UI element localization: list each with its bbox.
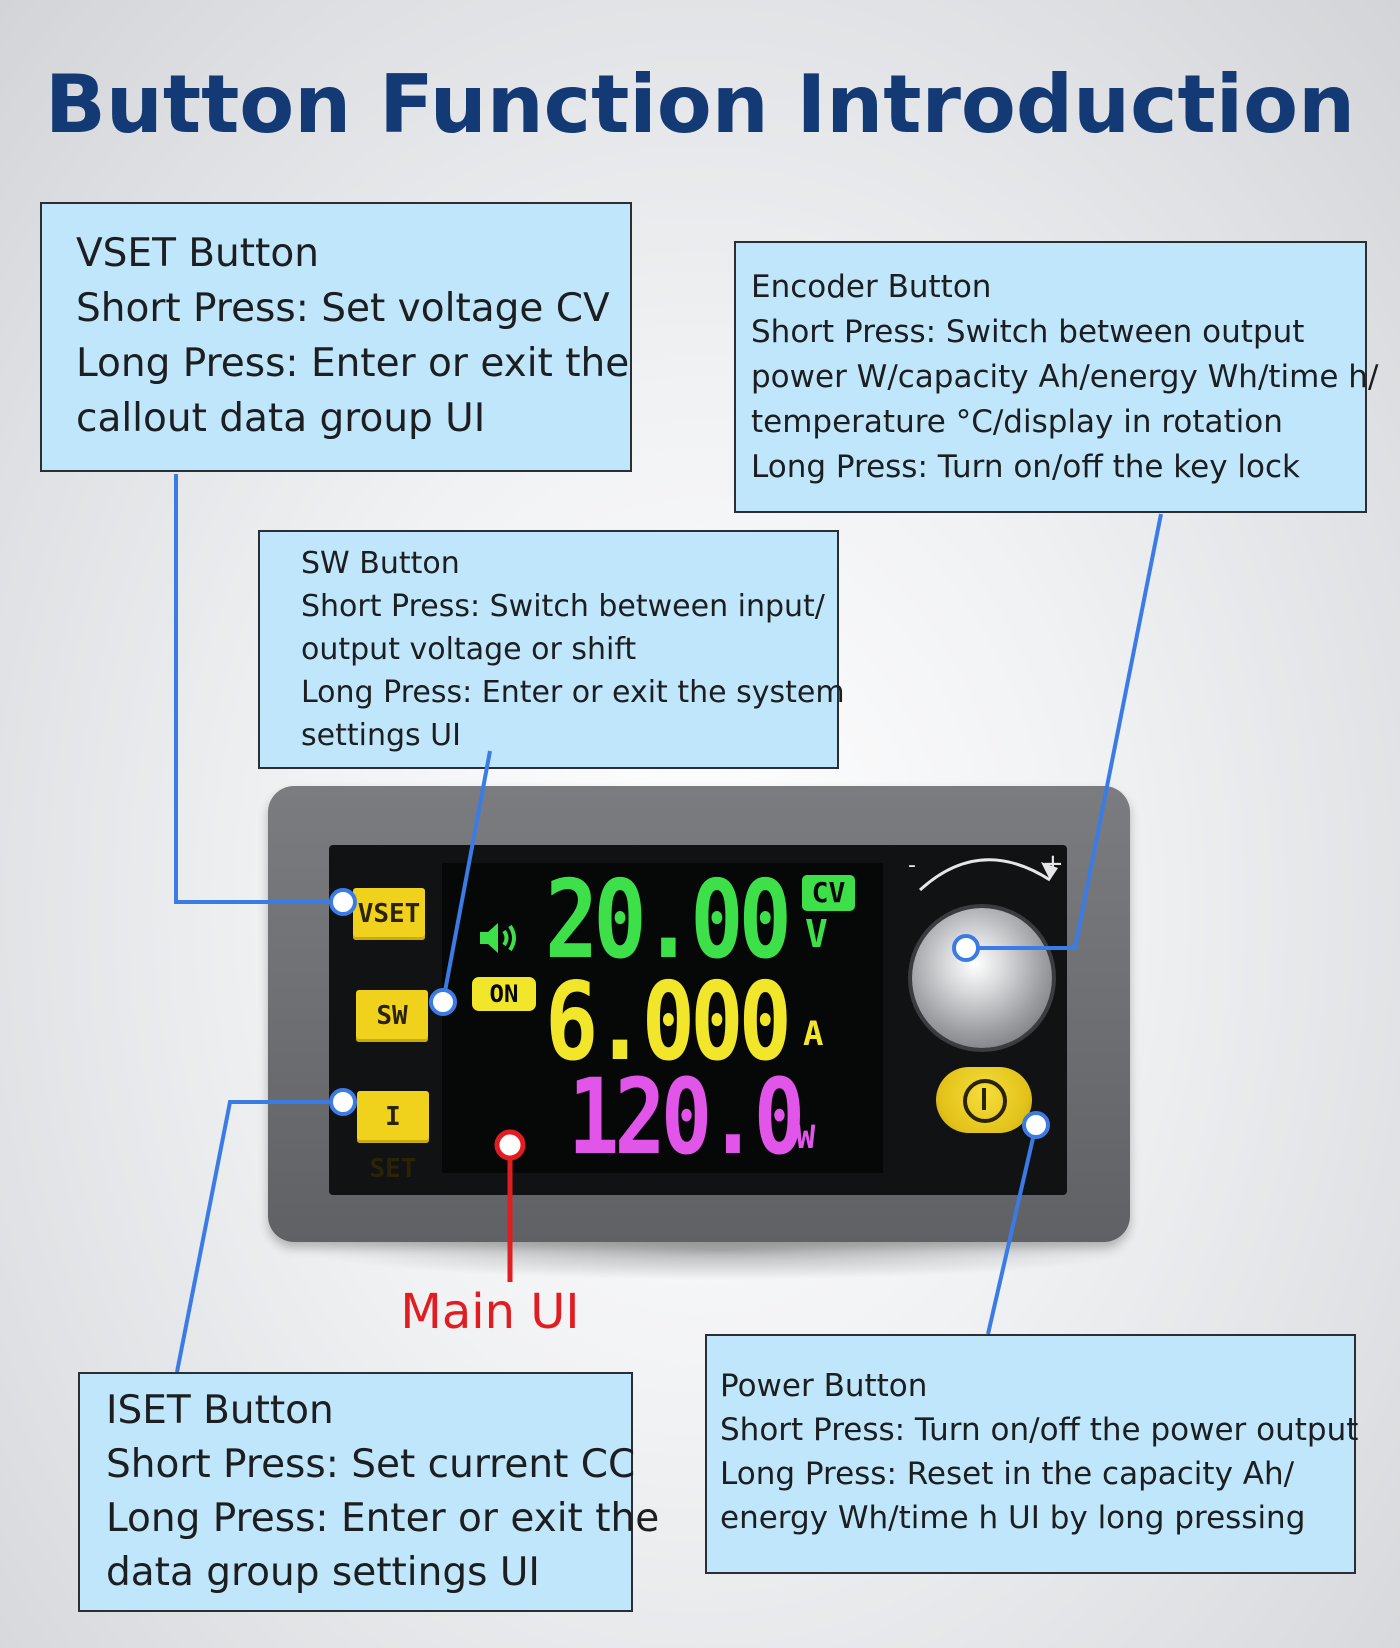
callout-line: Encoder Button [751, 269, 992, 305]
sw-button[interactable]: SW [356, 990, 428, 1042]
sw-connector [441, 750, 492, 1003]
knob-plus-label: + [1042, 849, 1064, 879]
callout-line: energy Wh/time h UI by long pressing [720, 1500, 1306, 1536]
callout-line: SW Button [301, 546, 460, 581]
main-ui-label: Main UI [400, 1284, 580, 1340]
callout-line: settings UI [301, 718, 461, 753]
speaker-icon [480, 923, 516, 953]
cv-mode-badge: CV [802, 875, 855, 911]
callout-line: Long Press: Enter or exit the system [301, 675, 845, 710]
current-unit: A [803, 1014, 824, 1054]
callout-line: Power Button [720, 1368, 928, 1404]
callout-line: Long Press: Enter or exit the [76, 341, 630, 386]
callout-line: Long Press: Enter or exit the [106, 1496, 660, 1541]
current-readout: 6.000 [545, 960, 792, 1085]
power-button[interactable] [936, 1067, 1032, 1133]
callout-line: VSET Button [76, 231, 319, 276]
callout-line: Short Press: Set voltage CV [76, 286, 610, 331]
voltage-readout: 20.00 [545, 858, 792, 983]
power-icon [963, 1079, 1007, 1123]
callout-line: ISET Button [106, 1388, 334, 1433]
vset-connector [174, 474, 343, 904]
power-connector [986, 1124, 1038, 1335]
callout-line: Long Press: Reset in the capacity Ah/ [720, 1456, 1295, 1492]
callout-line: Short Press: Turn on/off the power outpu… [720, 1412, 1359, 1448]
callout-line: output voltage or shift [301, 632, 637, 667]
iset-connector [175, 1100, 343, 1373]
encoder-connector [966, 513, 1163, 950]
main-ui-marker [494, 1129, 526, 1161]
iset-button[interactable]: I SET [357, 1091, 429, 1184]
callout-line: Short Press: Switch between input/ [301, 589, 825, 624]
callout-line: callout data group UI [76, 396, 486, 441]
power-readout: 120.0 [568, 1056, 805, 1178]
callout-line: Long Press: Turn on/off the key lock [751, 449, 1300, 485]
sw-marker [429, 988, 457, 1016]
callout-line: data group settings UI [106, 1550, 540, 1595]
rotation-arrow-icon [1041, 862, 1058, 880]
knob-minus-label: - [908, 853, 916, 878]
output-on-badge: ON [472, 977, 536, 1011]
callout-line: Short Press: Switch between output [751, 314, 1305, 350]
vset-callout: VSET Button Short Press: Set voltage CV … [40, 202, 632, 472]
rotation-arc [918, 858, 1051, 892]
encoder-knob[interactable] [912, 908, 1052, 1048]
iset-callout: ISET Button Short Press: Set current CC … [78, 1372, 660, 1612]
power-unit: W [796, 1118, 816, 1156]
power-marker [1022, 1111, 1050, 1139]
vset-button[interactable]: VSET [353, 888, 425, 940]
voltage-unit: V [805, 912, 828, 956]
power-callout: Power Button Short Press: Turn on/off th… [705, 1334, 1359, 1574]
encoder-marker [952, 934, 980, 962]
iset-marker [329, 1088, 357, 1116]
sw-callout: SW Button Short Press: Switch between in… [258, 530, 845, 769]
page-title: Button Function Introduction [44, 58, 1356, 151]
callout-line: Short Press: Set current CC [106, 1442, 636, 1487]
callout-line: temperature °C/display in rotation [751, 404, 1283, 440]
encoder-callout: Encoder Button Short Press: Switch betwe… [734, 241, 1379, 513]
vset-marker [329, 888, 357, 916]
lcd-screen [442, 863, 883, 1173]
callout-line: power W/capacity Ah/energy Wh/time h/ [751, 359, 1379, 395]
